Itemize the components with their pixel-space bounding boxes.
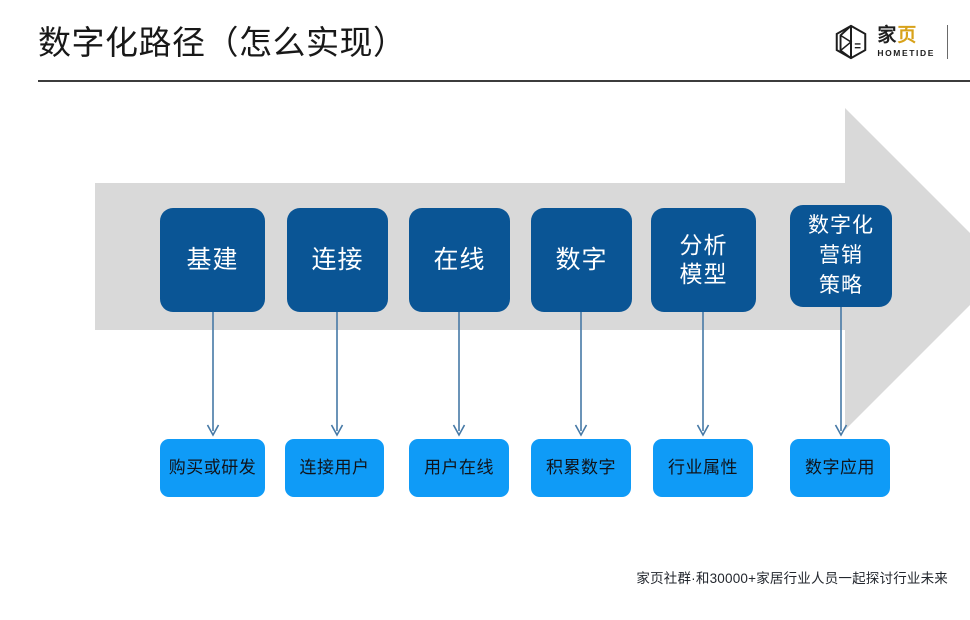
stage-top-node-3[interactable]: 在线 — [409, 208, 510, 312]
stage-top-label-5: 分析 模型 — [680, 231, 728, 289]
stage-top-node-1[interactable]: 基建 — [160, 208, 265, 312]
stage-top-label-5-line-2: 模型 — [679, 261, 728, 287]
stage-top-node-2[interactable]: 连接 — [287, 208, 388, 312]
stage-top-label-2: 连接 — [311, 245, 364, 274]
logo-name-cn-second: 页 — [897, 25, 918, 46]
stage-top-node-4[interactable]: 数字 — [531, 208, 632, 312]
connector-arrow-2 — [330, 312, 344, 437]
stage-bottom-node-3[interactable]: 用户在线 — [409, 439, 509, 497]
stage-bottom-label-1: 购买或研发 — [168, 458, 257, 477]
logo-name-en: HOMETIDE — [877, 48, 935, 58]
stage-bottom-node-5[interactable]: 行业属性 — [653, 439, 753, 497]
logo-divider — [947, 25, 948, 59]
stage-top-label-5-line-1: 分析 — [679, 232, 728, 258]
logo-name-cn-first: 家 — [877, 25, 898, 46]
stage-bottom-node-4[interactable]: 积累数字 — [531, 439, 631, 497]
stage-bottom-node-1[interactable]: 购买或研发 — [160, 439, 265, 497]
stage-top-label-6-line-2: 营销 — [819, 244, 863, 267]
brand-logo: 家页 HOMETIDE — [832, 22, 948, 62]
stage-top-label-1: 基建 — [186, 245, 239, 274]
stage-top-label-3: 在线 — [433, 245, 486, 274]
connector-arrow-4 — [574, 312, 588, 437]
stage-bottom-node-6[interactable]: 数字应用 — [790, 439, 890, 497]
stage-top-label-6: 数字化 营销 策略 — [808, 211, 874, 301]
connector-arrow-6 — [834, 307, 848, 437]
stage-bottom-label-4: 积累数字 — [546, 458, 616, 477]
stage-bottom-label-5: 行业属性 — [668, 458, 738, 477]
stage-top-label-6-line-3: 策略 — [819, 274, 863, 297]
hexagon-logo-mark-icon — [836, 24, 867, 60]
stage-bottom-label-2: 连接用户 — [299, 458, 370, 477]
connector-arrow-5 — [696, 312, 710, 437]
stage-bottom-label-6: 数字应用 — [805, 458, 875, 477]
stage-bottom-label-3: 用户在线 — [424, 458, 494, 477]
stage-top-node-6[interactable]: 数字化 营销 策略 — [790, 205, 892, 307]
logo-name-cn: 家页 — [877, 26, 935, 46]
connector-arrow-3 — [452, 312, 466, 437]
title-divider — [38, 80, 970, 82]
stage-top-node-5[interactable]: 分析 模型 — [651, 208, 756, 312]
connector-arrow-1 — [206, 312, 220, 437]
stage-top-label-6-line-1: 数字化 — [808, 214, 874, 237]
footer-note: 家页社群·和30000+家居行业人员一起探讨行业未来 — [636, 571, 948, 586]
page-title: 数字化路径（怎么实现） — [38, 24, 407, 61]
stage-bottom-node-2[interactable]: 连接用户 — [285, 439, 384, 497]
stage-top-label-4: 数字 — [555, 245, 608, 274]
logo-wordmark: 家页 HOMETIDE — [877, 23, 935, 61]
